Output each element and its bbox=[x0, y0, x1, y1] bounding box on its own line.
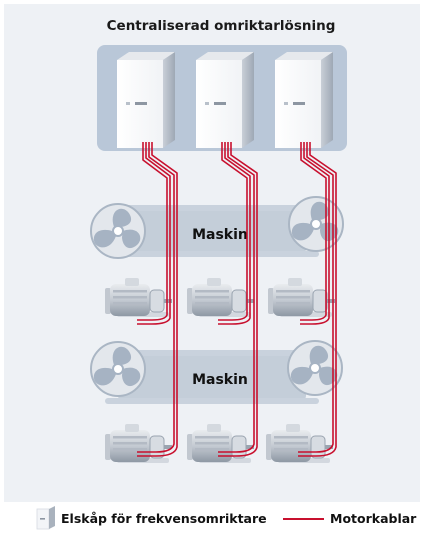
machine-2-label: Maskin bbox=[192, 372, 248, 388]
cable-legend-label: Motorkablar bbox=[330, 511, 417, 526]
cabinet-3 bbox=[275, 52, 333, 148]
cabinet-2 bbox=[196, 52, 254, 148]
cabinet-legend-label: Elskåp för frekvensomriktare bbox=[61, 511, 267, 526]
motor-cable bbox=[137, 142, 178, 457]
motor-cables bbox=[137, 142, 337, 457]
machine-1: Maskin bbox=[90, 196, 344, 259]
machine-2: Maskin bbox=[90, 340, 343, 404]
motor-cable bbox=[218, 142, 255, 453]
motor-cable bbox=[300, 142, 327, 321]
motor-cable bbox=[218, 142, 258, 457]
fan-icon bbox=[288, 196, 344, 252]
motor-cable bbox=[298, 142, 337, 457]
motor-cable bbox=[137, 142, 168, 321]
diagram-title: Centraliserad omriktarlösning bbox=[107, 18, 336, 34]
fan-icon bbox=[90, 341, 146, 397]
cabinet-legend-icon bbox=[36, 506, 55, 530]
fan-icon bbox=[90, 203, 146, 259]
motor-cable bbox=[300, 142, 330, 325]
legend: Elskåp för frekvensomriktare Motorkablar bbox=[36, 506, 417, 530]
machine-1-label: Maskin bbox=[192, 227, 248, 243]
fan-icon bbox=[287, 340, 343, 396]
motor-cable bbox=[298, 142, 334, 453]
motor-cable bbox=[137, 142, 175, 453]
motor-cable bbox=[137, 142, 171, 325]
cabinet-1 bbox=[117, 52, 175, 148]
motor-cable bbox=[218, 142, 248, 321]
motor-cable bbox=[218, 142, 251, 325]
